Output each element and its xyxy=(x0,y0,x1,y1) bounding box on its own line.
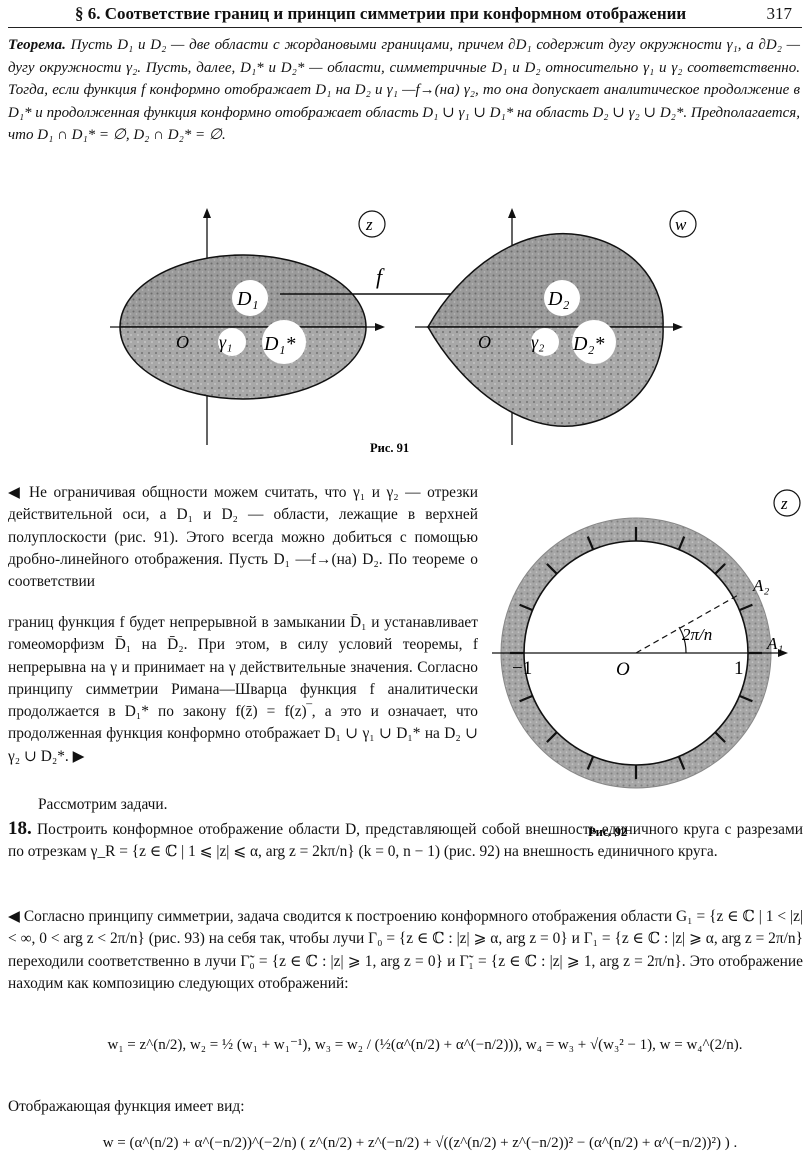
page-header: § 6. Соответствие границ и принцип симме… xyxy=(0,0,810,30)
d1s-bubble xyxy=(262,320,306,364)
page-number: 317 xyxy=(766,4,793,23)
w-plane-circle xyxy=(669,210,697,238)
theorem-label: Теорема. xyxy=(8,37,66,53)
one-label: 1 xyxy=(734,658,744,679)
proof-part1: ◀ Не ограничивая общности можем считать,… xyxy=(8,484,478,591)
problem-text: Построить конформное отображение области… xyxy=(8,821,803,861)
gamma1-bubble xyxy=(218,328,246,356)
cut-segment xyxy=(714,563,726,575)
proof-part2: границ функция f будет непрерывной в зам… xyxy=(8,614,478,765)
fig91-caption: Рис. 91 xyxy=(370,441,409,455)
angle-arc xyxy=(678,626,687,654)
fig92-caption: Рис. 92 xyxy=(588,825,627,839)
angle-label: 2π/n xyxy=(682,625,712,644)
z-plane-label: z xyxy=(365,215,373,234)
theorem-text: Пусть D₁ и D₂ — две области с жордановым… xyxy=(8,37,800,144)
header-rule xyxy=(8,27,802,28)
d2s-bubble xyxy=(572,320,616,364)
d2-label: D₂ xyxy=(547,288,569,310)
consider-line: Рассмотрим задачи. xyxy=(38,796,168,813)
result-label: Отображающая функция имеет вид: xyxy=(8,1098,245,1115)
formula-chain: w₁ = z^(n/2), w₂ = ½ (w₁ + w₁⁻¹), w₃ = w… xyxy=(107,1037,743,1053)
z-plane-circle-92 xyxy=(773,489,801,517)
a2-label: A₂ xyxy=(752,576,769,595)
cut-segment xyxy=(739,694,753,703)
cut-segment xyxy=(519,603,533,612)
figure-91: D₁ γ₁ D₁* O z f D₂ γ₂ D₂* O w Рис. 91 xyxy=(110,208,697,455)
minus-one: −1 xyxy=(512,658,532,679)
w-plane-label: w xyxy=(675,215,687,234)
cut-segment xyxy=(586,756,595,770)
cut-segment xyxy=(586,536,595,550)
theorem-block: Теорема. Пусть D₁ и D₂ — две области с ж… xyxy=(8,34,800,147)
d2-label-bubble xyxy=(544,280,580,316)
cut-segment xyxy=(546,563,558,575)
cut-segment xyxy=(546,731,558,743)
cut-segment xyxy=(677,536,686,550)
result-formula: w = (α^(n/2) + α^(−n/2))^(−2/n) ( z^(n/2… xyxy=(102,1135,738,1151)
problem-number: 18. xyxy=(8,818,32,839)
z-plane-label-92: z xyxy=(780,494,788,513)
d2-star-label: D₂* xyxy=(572,333,604,355)
d1-star-label: D₁* xyxy=(263,333,295,355)
solution-text: ◀ Согласно принципу симметрии, задача св… xyxy=(8,908,803,992)
domain-d2 xyxy=(426,232,664,328)
gamma1-label: γ₁ xyxy=(219,332,232,352)
origin-92: O xyxy=(616,659,630,680)
z-plane-circle xyxy=(358,210,386,238)
a1-label: A₁ xyxy=(766,634,783,653)
d1-label-bubble xyxy=(232,280,268,316)
cut-segment xyxy=(714,731,726,743)
origin-right: O xyxy=(478,332,491,352)
gamma2-bubble xyxy=(531,328,559,356)
d1-label: D₁ xyxy=(236,288,258,310)
cut-segment xyxy=(677,756,686,770)
origin-left: O xyxy=(176,332,189,352)
gamma2-label: γ₂ xyxy=(531,332,544,352)
problem-18: 18. Построить конформное отображение обл… xyxy=(8,818,803,864)
cut-segment xyxy=(739,603,753,612)
cut-segment xyxy=(519,694,533,703)
figure-92: 2π/n O −1 1 A₁ A₂ z Рис. 92 xyxy=(492,489,801,839)
map-label: f xyxy=(376,264,385,289)
section-title: § 6. Соответствие границ и принцип симме… xyxy=(75,4,687,23)
